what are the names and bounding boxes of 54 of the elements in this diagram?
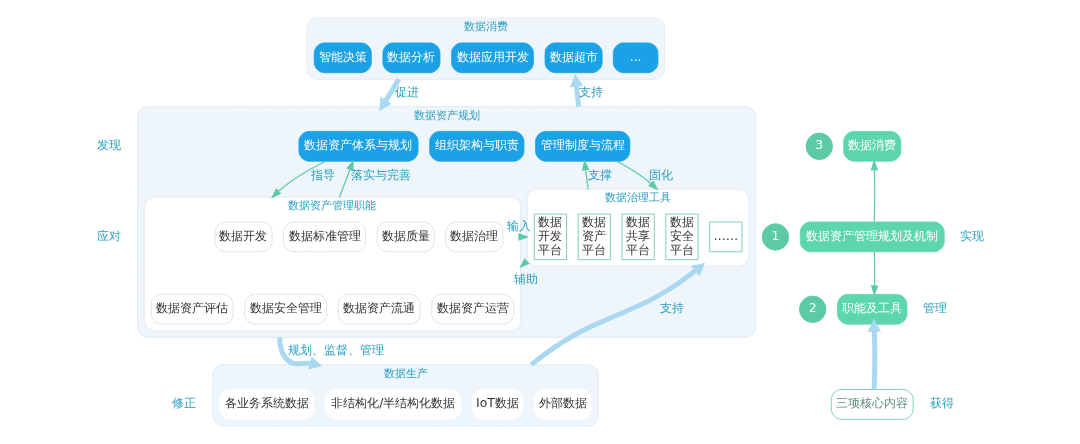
node-box: 数据治理 bbox=[444, 221, 503, 253]
node-box: 智能决策 bbox=[313, 42, 372, 74]
node-box: 数据资产流通 bbox=[337, 293, 421, 325]
node-box: 数据分析 bbox=[382, 42, 440, 74]
edge-label: 支持 bbox=[659, 300, 684, 316]
edge-label: 落实与完善 bbox=[350, 166, 411, 182]
arrow bbox=[276, 337, 322, 370]
node-box: …… bbox=[708, 221, 742, 253]
node-box: 数据安全管理 bbox=[243, 293, 327, 325]
node-box: 数据标准管理 bbox=[282, 221, 366, 253]
edge-label: 规划、监督、管理 bbox=[287, 341, 384, 357]
node-circle: 2 bbox=[798, 295, 826, 323]
label: 发现 bbox=[96, 137, 121, 153]
node-box: 数据共享平台 bbox=[621, 213, 655, 261]
label: 修正 bbox=[171, 395, 196, 411]
node-box: 数据开发平台 bbox=[533, 213, 567, 261]
node-box: 数据资产体系与规划 bbox=[298, 131, 418, 162]
node-box: 数据开发 bbox=[214, 221, 272, 253]
arrow bbox=[529, 262, 705, 367]
edge-label: 促进 bbox=[394, 83, 419, 99]
edge-label: 支持 bbox=[578, 83, 603, 99]
edge-label: 辅助 bbox=[513, 270, 538, 286]
arrow bbox=[338, 159, 354, 198]
arrow bbox=[569, 74, 583, 107]
node-box: 职能及工具 bbox=[836, 293, 907, 325]
arrow bbox=[378, 78, 401, 112]
arrow bbox=[615, 160, 658, 191]
node-box: 数据超市 bbox=[544, 42, 603, 74]
label: 获得 bbox=[929, 395, 954, 411]
node-box: 数据消费 bbox=[842, 131, 901, 162]
edge-label: 支撑 bbox=[587, 166, 612, 182]
arrow bbox=[581, 159, 589, 190]
node-circle: 3 bbox=[805, 132, 833, 160]
label: 应对 bbox=[96, 227, 121, 243]
arrow bbox=[867, 318, 881, 390]
node-box: 数据应用开发 bbox=[450, 42, 534, 74]
label: 管理 bbox=[922, 300, 947, 316]
node-box: 数据安全平台 bbox=[664, 213, 698, 261]
arrow bbox=[270, 160, 326, 199]
node-box: 组织架构与职责 bbox=[428, 131, 524, 162]
arrow bbox=[870, 251, 878, 297]
node-box: ... bbox=[612, 42, 658, 74]
node-box: 数据资产运营 bbox=[430, 293, 514, 325]
label: 实现 bbox=[959, 227, 984, 243]
edge-label: 指导 bbox=[310, 166, 335, 182]
edge-label: 固化 bbox=[648, 166, 673, 182]
node-box: 数据质量 bbox=[376, 221, 435, 253]
node-box: 三项核心内容 bbox=[830, 389, 914, 420]
node-box: 管理制度与流程 bbox=[534, 131, 630, 162]
node-box: 数据资产评估 bbox=[150, 293, 234, 325]
node-circle: 1 bbox=[761, 223, 789, 251]
arrow bbox=[870, 159, 878, 223]
node-box: 数据资产管理规划及机制 bbox=[799, 221, 945, 253]
node-box: 数据资产平台 bbox=[577, 213, 611, 261]
